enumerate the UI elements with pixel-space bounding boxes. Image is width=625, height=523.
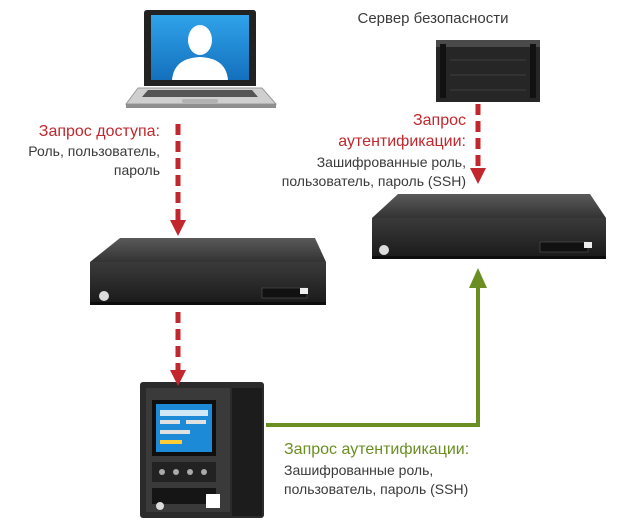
security-server-icon (436, 40, 540, 102)
forward-request-arrow (170, 312, 186, 386)
access-request-line2: пароль (113, 162, 160, 178)
auth-request-bottom-line2: пользователь, пароль (SSH) (284, 481, 469, 497)
right-switch-icon (372, 194, 606, 259)
relay-device-icon (140, 382, 264, 518)
relay-auth-arrow (266, 268, 487, 427)
access-request-line1: Роль, пользователь, (28, 143, 160, 159)
user-silhouette-icon (172, 25, 228, 80)
left-switch-icon (90, 238, 326, 305)
auth-request-top-line3: Зашифрованные роль, (316, 154, 466, 170)
auth-request-top-line2: аутентификации: (338, 133, 466, 150)
access-request-title: Запрос доступа: (38, 123, 160, 140)
auth-request-bottom-line1: Зашифрованные роль, (284, 462, 434, 478)
auth-request-top-line4: пользователь, пароль (SSH) (281, 173, 466, 189)
auth-request-top-line1: Запрос (412, 112, 466, 129)
laptop-icon (125, 10, 278, 108)
auth-request-bottom-title: Запрос аутентификации: (284, 441, 470, 458)
security-server-label: Сервер безопасности (357, 10, 509, 27)
access-request-arrow (170, 124, 186, 236)
server-auth-arrow (470, 104, 486, 184)
